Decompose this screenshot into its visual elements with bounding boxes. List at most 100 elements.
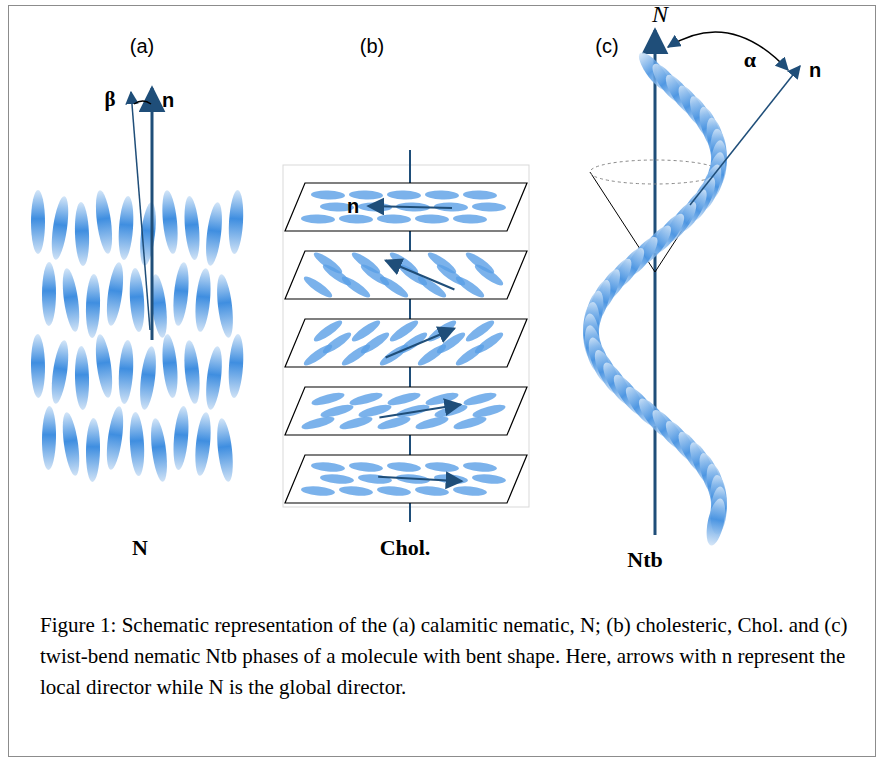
molecule xyxy=(339,342,372,369)
molecule xyxy=(85,418,100,482)
molecule xyxy=(415,342,448,369)
molecule xyxy=(60,411,83,476)
director-arrow xyxy=(378,477,462,481)
global-director-arrow xyxy=(654,30,657,535)
molecule xyxy=(377,274,410,301)
molecule xyxy=(203,201,225,266)
molecule xyxy=(377,485,412,497)
molecule xyxy=(472,202,506,212)
molecule xyxy=(301,274,334,301)
molecule xyxy=(93,333,115,398)
molecule xyxy=(703,497,728,547)
molecule xyxy=(182,196,201,261)
director-arrow xyxy=(386,329,455,358)
molecule xyxy=(453,485,488,497)
phase-label: N xyxy=(132,536,148,560)
layer xyxy=(285,250,527,301)
molecule xyxy=(453,342,486,369)
molecule xyxy=(387,190,421,200)
molecule xyxy=(453,274,486,301)
cone-line xyxy=(655,172,720,272)
molecule xyxy=(415,214,449,224)
cone-rim xyxy=(590,160,720,184)
twist-bend-molecules xyxy=(581,48,728,547)
molecule xyxy=(300,414,335,431)
molecule xyxy=(31,334,46,398)
layer xyxy=(285,387,527,435)
molecule xyxy=(227,190,245,255)
panel-label: (b) xyxy=(360,35,384,57)
molecule xyxy=(301,214,335,224)
molecule xyxy=(425,461,460,473)
local-director-arrow xyxy=(690,66,800,205)
molecule xyxy=(117,340,135,405)
molecule xyxy=(386,390,421,407)
molecule xyxy=(339,485,374,497)
molecule xyxy=(348,390,383,407)
alpha-arc xyxy=(668,32,788,70)
molecule xyxy=(171,261,191,326)
molecule xyxy=(214,273,235,338)
panel-label: (a) xyxy=(130,35,154,57)
molecule xyxy=(42,262,56,326)
molecule xyxy=(117,196,135,261)
molecule xyxy=(182,339,202,404)
molecule xyxy=(85,274,101,338)
molecule xyxy=(415,274,448,301)
phase-label: Ntb xyxy=(627,548,662,572)
molecule xyxy=(227,334,245,399)
molecule xyxy=(171,406,190,471)
molecule xyxy=(93,189,115,254)
molecule xyxy=(338,414,373,431)
molecule xyxy=(472,473,507,485)
molecule xyxy=(301,342,334,369)
molecule xyxy=(193,411,213,476)
molecule xyxy=(463,190,497,200)
molecule xyxy=(160,189,180,254)
layer xyxy=(285,183,527,231)
layer-plane xyxy=(285,387,527,435)
molecule xyxy=(415,485,450,497)
molecule xyxy=(74,202,90,266)
layer-plane xyxy=(285,455,527,503)
molecule xyxy=(311,190,345,200)
molecule xyxy=(349,461,384,473)
angle-label: α xyxy=(744,48,756,72)
angle-label: β xyxy=(104,88,115,111)
panel-b-box xyxy=(283,165,529,507)
tilted-director-arrow xyxy=(131,92,150,330)
director-label: n xyxy=(809,59,821,81)
molecule xyxy=(128,412,145,477)
molecule xyxy=(387,461,422,473)
molecule xyxy=(377,214,411,224)
molecule xyxy=(215,417,236,482)
molecule xyxy=(203,345,224,410)
molecule xyxy=(452,414,487,431)
director-label: n xyxy=(347,195,359,217)
cholesteric-layers xyxy=(285,183,527,503)
director-arrow xyxy=(368,206,452,208)
molecule xyxy=(31,190,45,254)
molecule xyxy=(414,414,449,431)
molecule xyxy=(463,461,498,473)
molecule xyxy=(425,190,459,200)
layer-plane xyxy=(285,183,527,231)
beta-arc xyxy=(134,101,151,104)
molecule xyxy=(320,473,355,485)
molecule xyxy=(60,267,83,332)
molecule xyxy=(49,339,72,404)
molecule xyxy=(49,195,72,260)
molecule xyxy=(453,214,487,224)
molecule xyxy=(339,274,372,301)
molecule xyxy=(462,390,497,407)
layer xyxy=(285,455,527,503)
molecule xyxy=(104,405,126,470)
molecule xyxy=(148,417,170,482)
molecule xyxy=(193,267,213,332)
molecule xyxy=(311,461,346,473)
nematic-molecules xyxy=(31,189,245,482)
molecule xyxy=(472,262,505,289)
molecule xyxy=(310,390,345,407)
molecule xyxy=(358,473,393,485)
molecule xyxy=(41,406,56,470)
